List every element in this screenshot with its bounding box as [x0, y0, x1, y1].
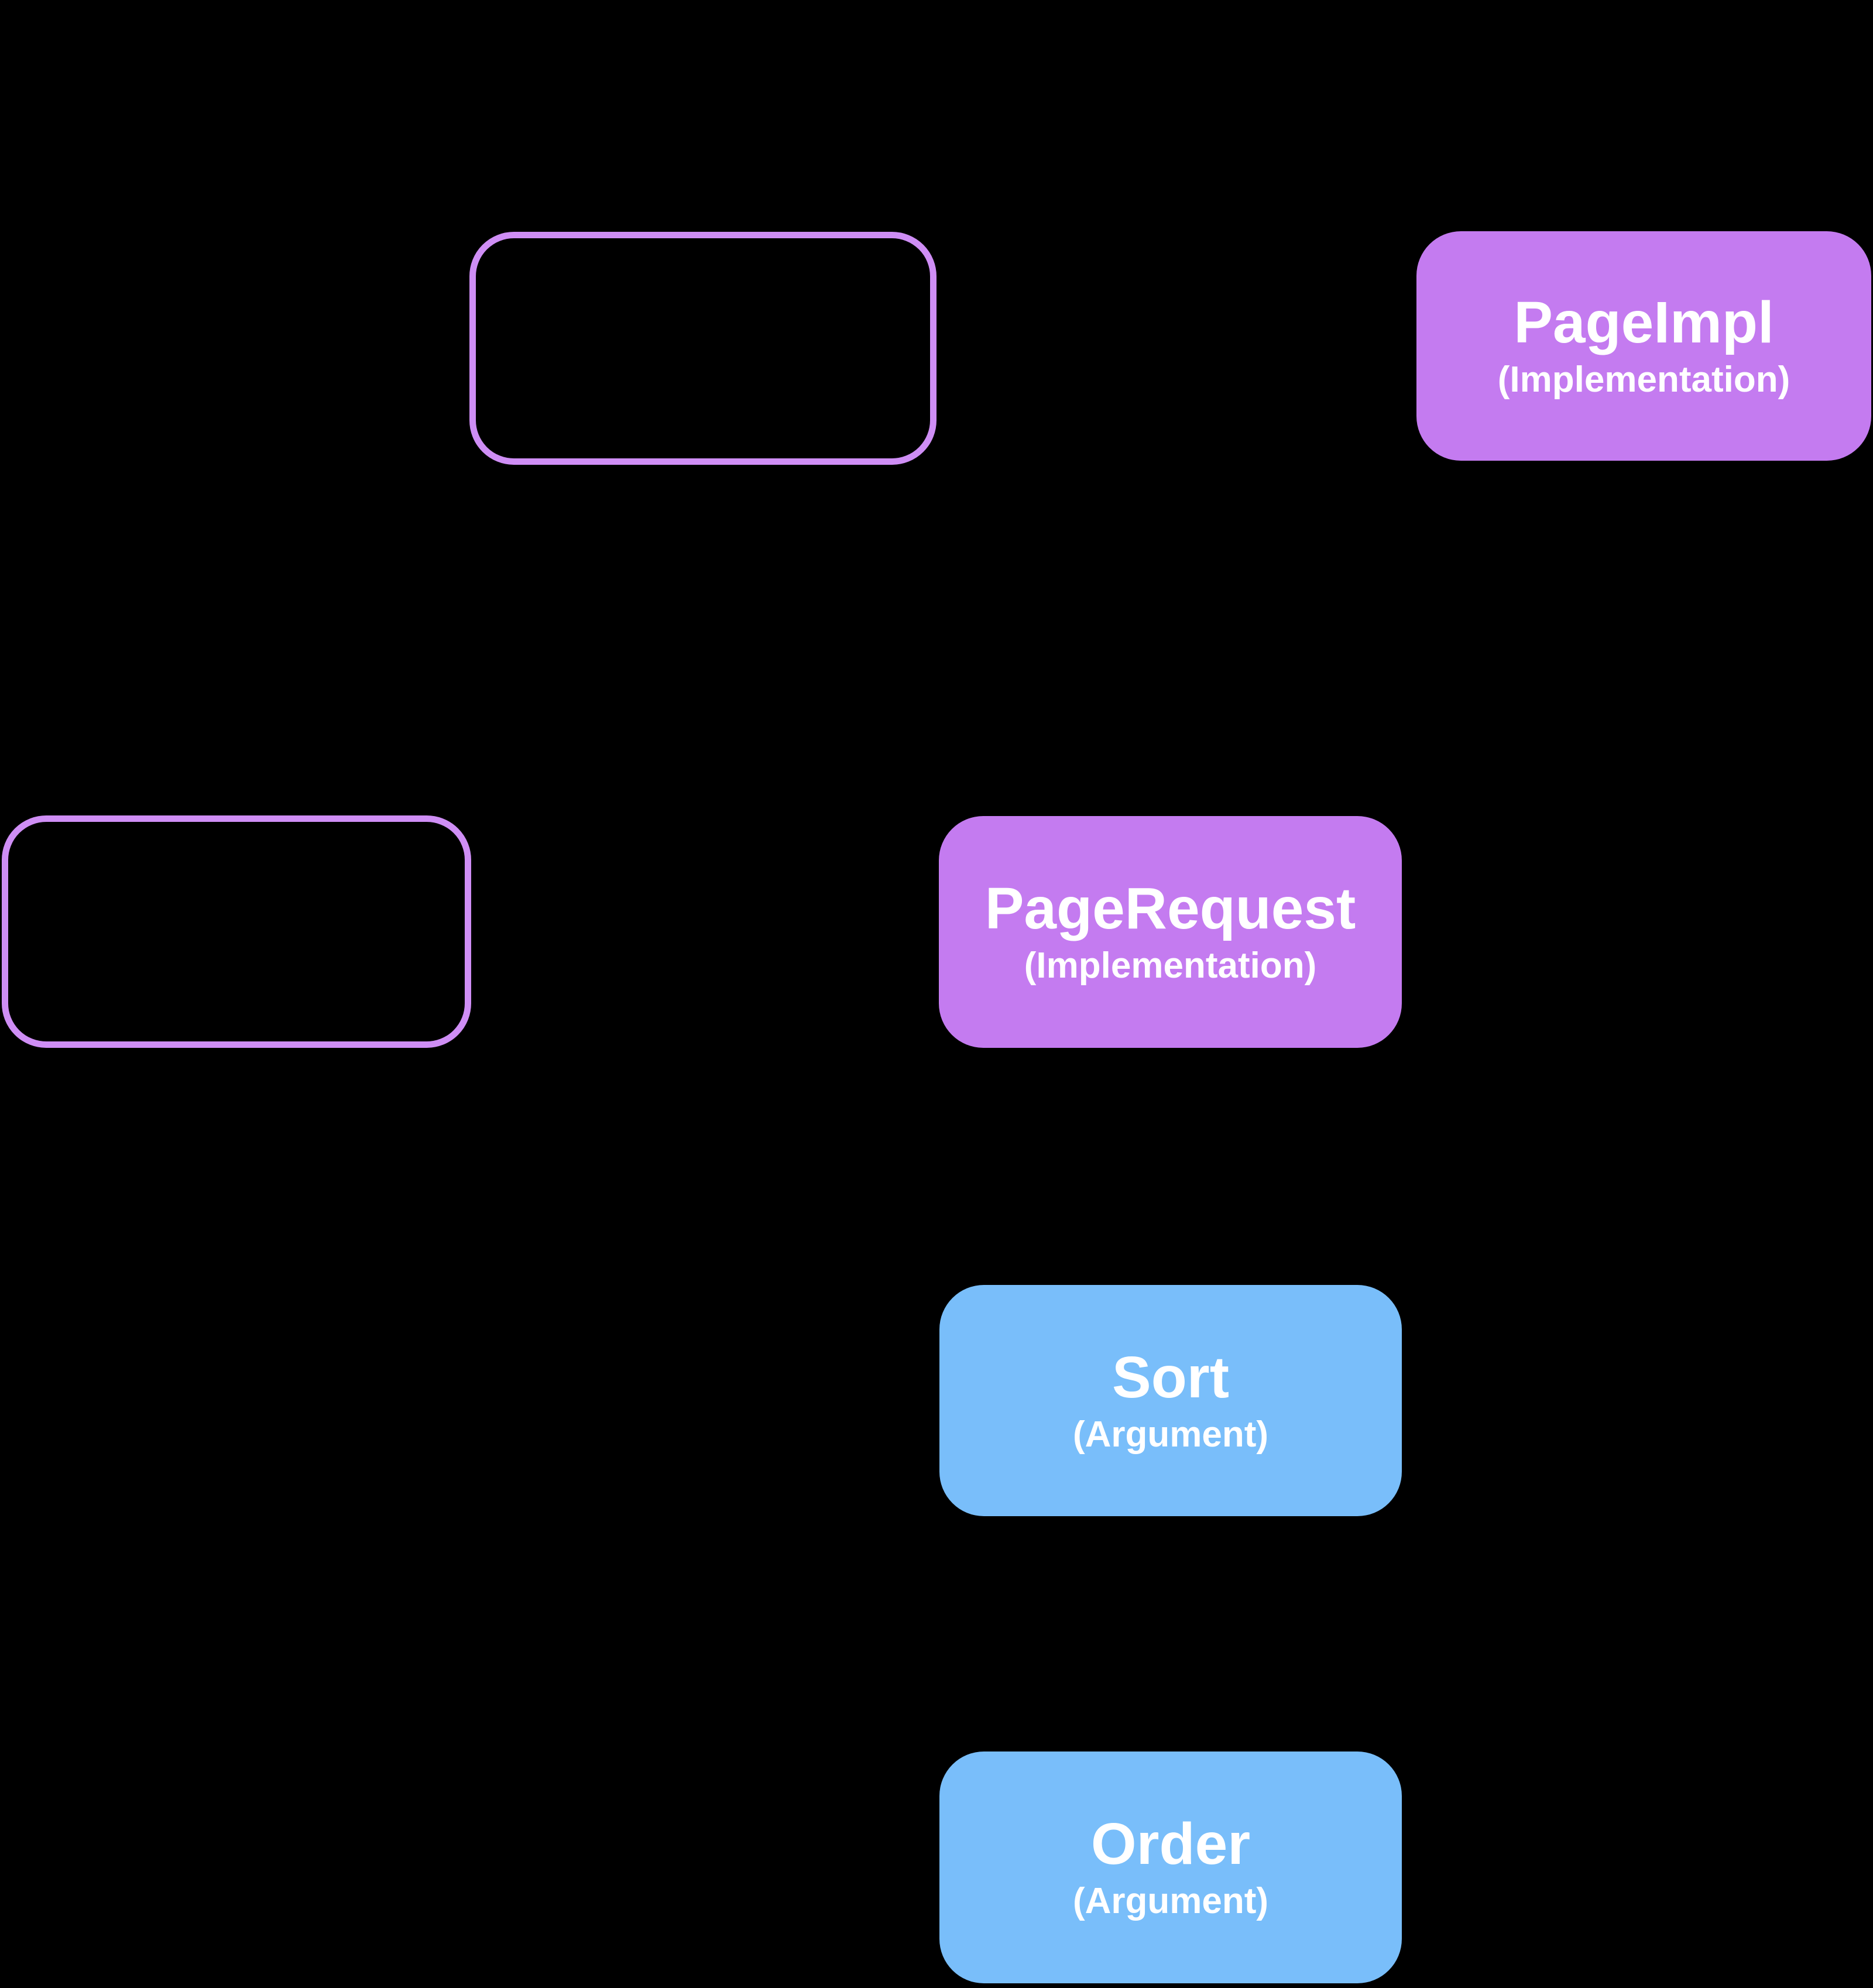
node-label: PageImpl: [1514, 290, 1774, 356]
order-node: Order (Argument): [939, 1752, 1402, 1983]
sort-node: Sort (Argument): [939, 1285, 1402, 1516]
node-sublabel: (Implementation): [1024, 945, 1317, 986]
outlined-interface-node-top: [469, 232, 936, 465]
node-label: Sort: [1112, 1344, 1229, 1410]
pageimpl-node: PageImpl (Implementation): [1416, 231, 1871, 461]
node-sublabel: (Argument): [1072, 1414, 1269, 1455]
node-sublabel: (Argument): [1072, 1881, 1269, 1922]
pagerequest-node: PageRequest (Implementation): [939, 816, 1402, 1048]
node-label: Order: [1090, 1811, 1251, 1877]
node-label: PageRequest: [984, 876, 1356, 942]
node-sublabel: (Implementation): [1497, 359, 1790, 400]
outlined-interface-node-left: [2, 815, 471, 1048]
